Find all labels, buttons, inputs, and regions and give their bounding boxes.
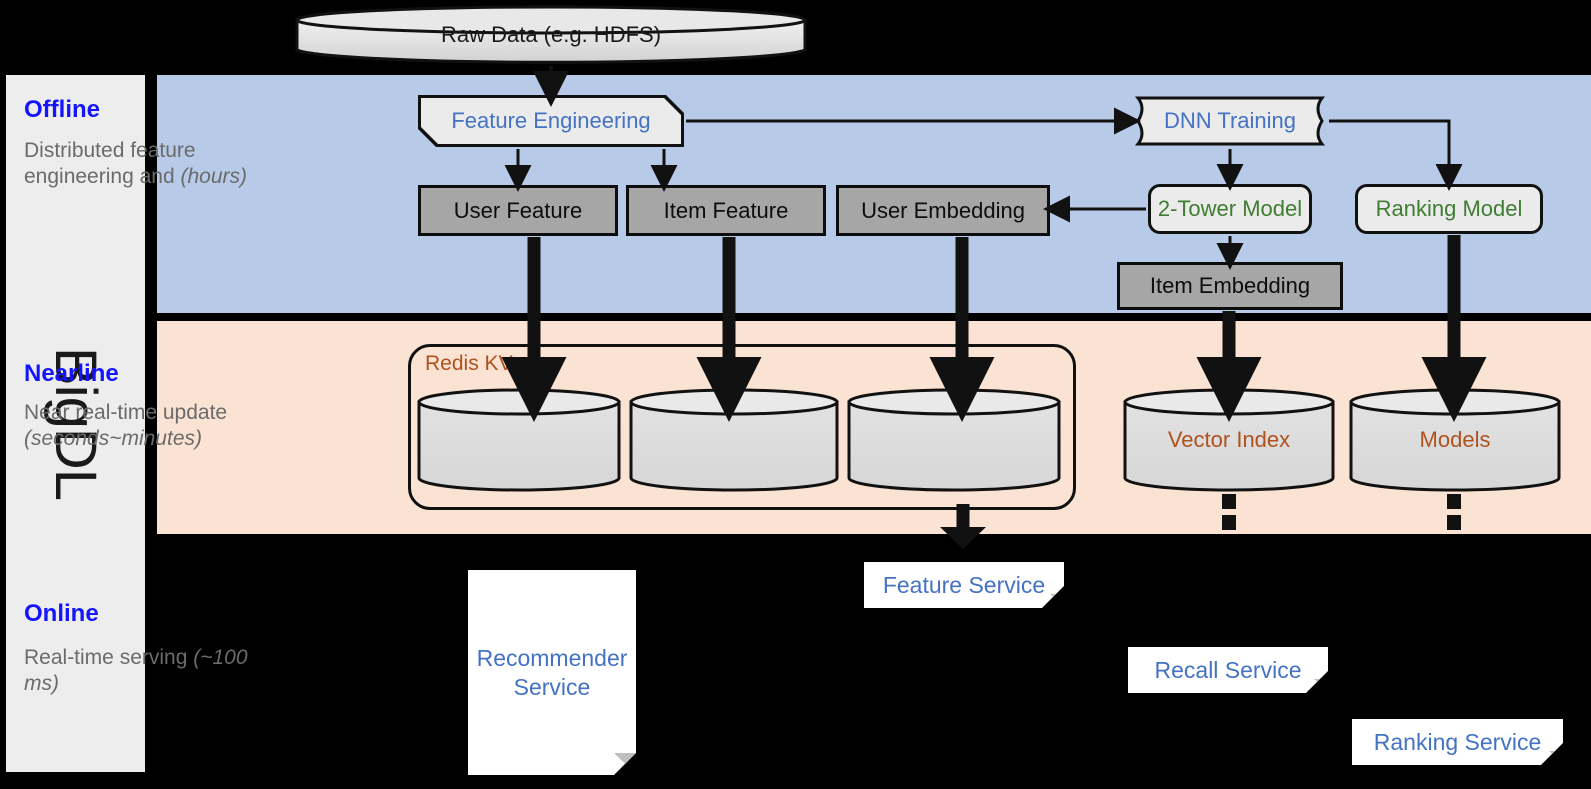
nearline-subtitle-emphasis: (seconds~minutes) — [24, 427, 202, 451]
offline-title: Offline — [24, 96, 100, 123]
ranking-service-label: Ranking Service — [1373, 728, 1542, 755]
item-embedding-node[interactable]: Item Embedding — [1117, 262, 1343, 310]
bigdl-rail: BigDL — [6, 75, 145, 772]
item-feature-store-cylinder[interactable] — [629, 388, 839, 492]
user-embedding-label: User Embedding — [861, 197, 1025, 223]
item-feature-store-label — [629, 388, 839, 492]
feature-service-label: Feature Service — [882, 571, 1046, 598]
vector-index-cylinder[interactable]: Vector Index — [1123, 388, 1335, 492]
nearline-title: Nearline — [24, 360, 119, 387]
user-embedding-store-label — [847, 388, 1061, 492]
online-title: Online — [24, 600, 99, 627]
offline-subtitle: Distributed feature engineering and (hou… — [24, 138, 259, 191]
user-feature-store-cylinder[interactable] — [417, 388, 621, 492]
item-embedding-label: Item Embedding — [1149, 273, 1311, 298]
models-label: Models — [1419, 427, 1491, 452]
ranking-model-node[interactable]: Ranking Model — [1355, 184, 1543, 234]
feature-engineering-label: Feature Engineering — [451, 108, 651, 133]
nearline-subtitle: Near real-time update (seconds~minutes) — [24, 400, 259, 453]
user-feature-store-label — [417, 388, 621, 492]
recall-service-note[interactable]: Recall Service — [1128, 647, 1328, 693]
offline-subtitle-emphasis: (hours) — [180, 165, 247, 189]
dnn-training-label: DNN Training — [1163, 108, 1297, 133]
online-subtitle-emphasis: (~100 ms) — [24, 646, 248, 696]
two-tower-model-node[interactable]: 2-Tower Model — [1148, 184, 1312, 234]
feature-engineering-node[interactable]: Feature Engineering — [418, 95, 684, 147]
user-embedding-node[interactable]: User Embedding — [836, 185, 1050, 236]
user-embedding-store-cylinder[interactable] — [847, 388, 1061, 492]
recall-service-label: Recall Service — [1154, 656, 1302, 683]
vector-index-label: Vector Index — [1167, 427, 1291, 452]
user-feature-label: User Feature — [453, 197, 583, 223]
redis-kv-label: Redis KV — [425, 352, 513, 375]
online-subtitle: Real-time serving (~100 ms) — [24, 645, 259, 698]
redis-kv-container — [408, 344, 1076, 510]
item-feature-node[interactable]: Item Feature — [626, 185, 826, 236]
online-subtitle-text: Real-time serving — [24, 646, 194, 669]
raw-data-cylinder: Raw Data (e.g. HDFS) — [295, 4, 807, 66]
item-feature-label: Item Feature — [663, 197, 789, 223]
two-tower-model-label: 2-Tower Model — [1157, 196, 1303, 221]
user-feature-node[interactable]: User Feature — [418, 185, 618, 236]
models-cylinder[interactable]: Models — [1349, 388, 1561, 492]
dnn-training-node[interactable]: DNN Training — [1133, 95, 1327, 147]
raw-data-label: Raw Data (e.g. HDFS) — [440, 22, 662, 47]
ranking-service-note[interactable]: Ranking Service — [1352, 719, 1563, 765]
recommender-service-label: Recommender Service — [476, 644, 628, 700]
ranking-model-label: Ranking Model — [1375, 196, 1523, 221]
offline-subtitle-text: Distributed feature engineering and — [24, 139, 196, 189]
nearline-subtitle-text: Near real-time update — [24, 401, 228, 424]
recommender-service-note[interactable]: Recommender Service — [468, 570, 636, 775]
feature-service-note[interactable]: Feature Service — [864, 562, 1064, 608]
